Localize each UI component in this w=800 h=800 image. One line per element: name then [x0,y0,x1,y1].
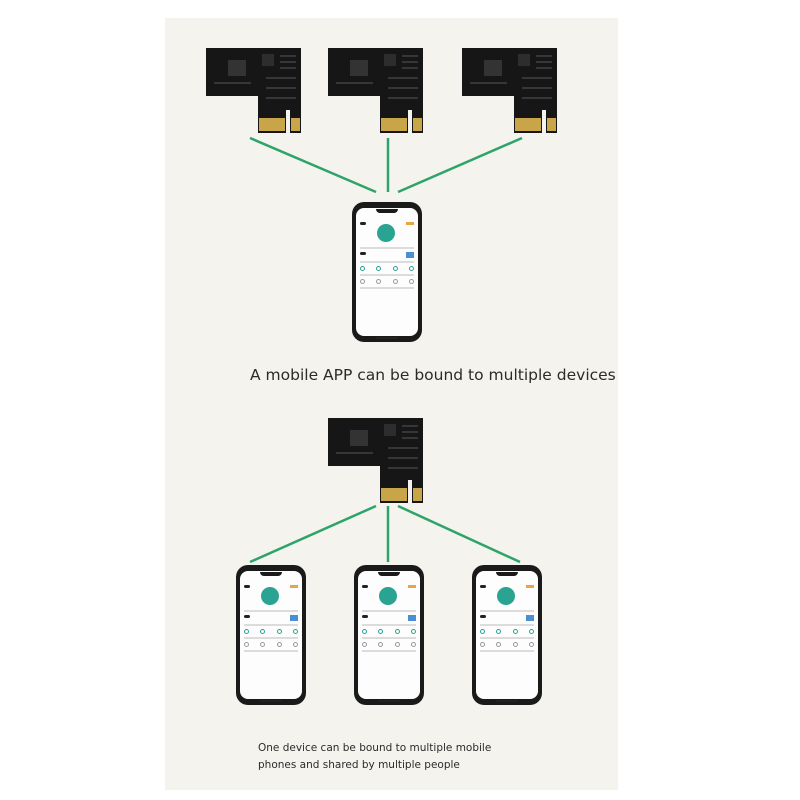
pcie-card-icon [206,48,301,133]
app-screen [240,571,302,699]
caption-top: A mobile APP can be bound to multiple de… [250,366,616,384]
caption-bottom-line2: phones and shared by multiple people [258,759,460,771]
pcie-card-icon [328,418,423,503]
line-card3-phone [397,136,523,194]
smartphone-icon [354,565,424,705]
pcie-card-icon [328,48,423,133]
pcie-card-icon [462,48,557,133]
line-card-phone3 [397,504,521,564]
caption-bottom-line1: One device can be bound to multiple mobi… [258,742,492,754]
line-card1-phone [249,136,377,194]
app-screen [476,571,538,699]
caption-bottom: One device can be bound to multiple mobi… [258,740,518,774]
smartphone-icon [472,565,542,705]
app-screen [356,208,418,336]
smartphone-icon [352,202,422,342]
smartphone-icon [236,565,306,705]
line-card-phone1 [249,504,377,564]
app-screen [358,571,420,699]
